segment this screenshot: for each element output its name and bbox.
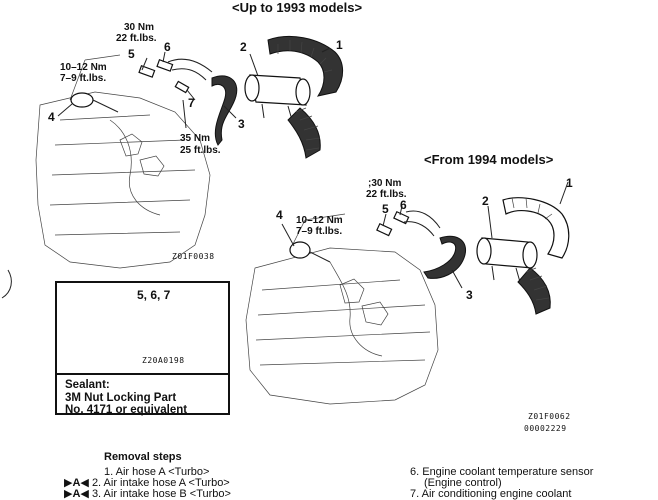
top-callout-4: 4 [48,110,55,124]
bottom-callout-3: 3 [466,288,473,302]
leader-2-bottom [487,205,493,239]
bottom-torque-5-ftlbs: 7–9 ft.lbs. [296,226,343,237]
removal-step-3-text: 3. Air intake hose B <Turbo> [91,488,231,500]
removal-step-6: 6. Engine coolant temperature sensor [410,466,594,478]
bottom-callout-1: 1 [566,176,573,190]
bottom-engine-block [245,213,439,405]
top-torque-7-nm: 35 Nm [180,133,211,144]
inset-figure-code: Z20A0198 [142,356,185,365]
leader-1-top [321,47,331,53]
leader-2-top [249,53,259,77]
sealant-line-3: No. 4171 or equivalent [65,404,188,416]
leader-1-bottom [559,181,569,205]
sealant-line-2: 3M Nut Locking Part [65,391,177,404]
top-torque-5-nm: 10–12 Nm [60,62,107,73]
top-section-title: <Up to 1993 models> [232,0,363,15]
removal-step-2: ▶A◀ 2. Air intake hose A <Turbo> [64,477,230,489]
bottom-torque-6-nm: ;30 Nm [368,178,402,189]
top-callout-6: 6 [164,40,171,54]
margin-mark [1,269,12,299]
bottom-figure-serial: 00002229 [524,424,567,433]
bottom-torque-5-nm: 10–12 Nm [296,215,343,226]
top-torque-7-ftlbs: 25 ft.lbs. [180,145,221,156]
bottom-callout-2: 2 [482,194,489,208]
removal-step-2-text: 2. Air intake hose A <Turbo> [91,477,230,489]
bottom-callout-4: 4 [276,208,283,222]
top-engine-block [35,54,211,269]
inset-divider [57,373,228,375]
leader-3-top [223,105,237,119]
service-point-a-marker: ▶A◀ [64,488,89,500]
leader-4-bottom [281,223,295,247]
removal-step-1-text: 1. Air hose A <Turbo> [104,466,210,478]
leader-4-top [57,103,73,117]
sealant-inset-box: 5, 6, 7 Z20A0198 Sealant: 3M Nut Locking… [55,281,230,417]
bottom-sensor-group [289,205,441,263]
bottom-callout-5: 5 [382,202,389,216]
bottom-torque-6-ftlbs: 22 ft.lbs. [366,189,407,200]
top-callout-1: 1 [336,38,343,52]
top-callout-7: 7 [188,96,195,110]
top-callout-5: 5 [128,47,135,61]
top-torque-6-ftlbs: 22 ft.lbs. [116,33,157,44]
bottom-callout-6: 6 [400,198,407,212]
top-callout-2: 2 [240,40,247,54]
removal-step-7: 7. Air conditioning engine coolant [410,488,572,500]
top-sensor-group [70,51,213,129]
top-callout-3: 3 [238,117,245,131]
top-torque-5-ftlbs: 7–9 ft.lbs. [60,73,107,84]
top-torque-6-nm: 30 Nm [124,22,155,33]
removal-step-6-note: (Engine control) [424,477,502,489]
leader-3-bottom [451,269,463,289]
inset-callout: 5, 6, 7 [137,288,171,302]
bottom-figure-code: Z01F0062 [528,412,571,421]
removal-heading: Removal steps [104,451,182,463]
bottom-section-title: <From 1994 models> [424,152,554,167]
sealant-note: Sealant: 3M Nut Locking Part No. 4171 or… [65,379,187,417]
top-figure-code: Z01F0038 [172,252,215,261]
bottom-air-hoses [423,197,570,315]
sealant-line-1: Sealant: [65,379,110,391]
top-air-hoses [211,35,344,159]
removal-step-1: 1. Air hose A <Turbo> [104,466,209,478]
service-point-a-marker: ▶A◀ [64,477,89,489]
removal-step-3: ▶A◀ 3. Air intake hose B <Turbo> [64,488,231,500]
